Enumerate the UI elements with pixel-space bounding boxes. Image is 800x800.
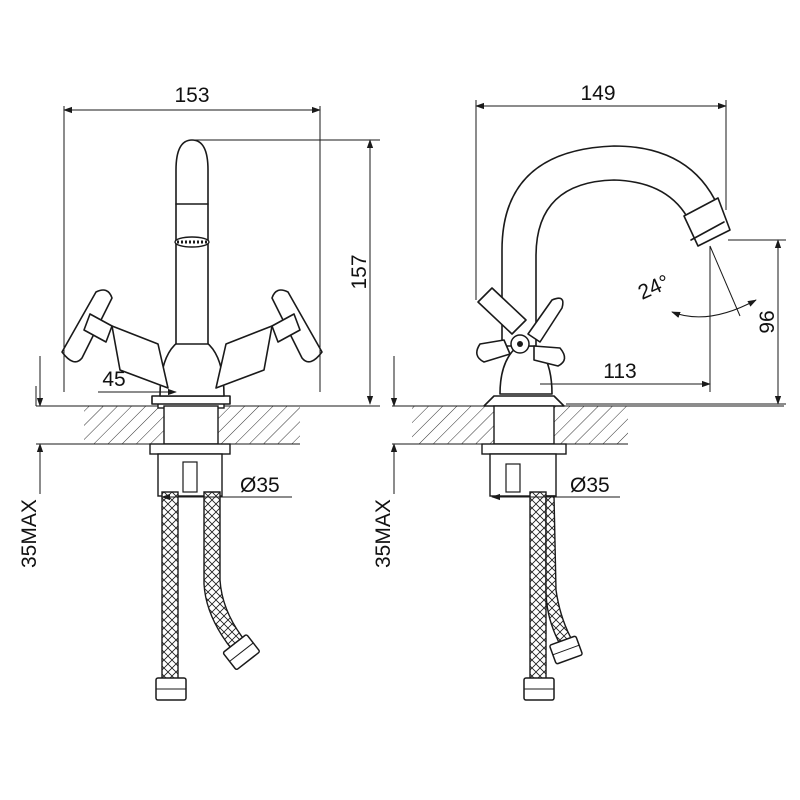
side-diameter-label: Ø35 [570,474,610,497]
front-width-dimension: 153 [63,84,321,392]
side-width-label: 149 [580,82,615,105]
side-reach-label: 113 [603,360,636,383]
side-angle-dimension: 24° [635,245,757,318]
front-handle-offset-label: 45 [102,368,125,391]
front-height-label: 157 [348,254,371,289]
front-handle-offset-dimension: 45 [98,368,177,396]
front-faucet-body [61,139,323,405]
side-width-dimension: 149 [475,82,727,300]
side-angle-label: 24° [635,271,673,305]
front-hoses [155,491,260,701]
front-height-dimension: 157 [192,139,380,405]
side-diameter-dimension: Ø35 [491,474,620,501]
front-width-label: 153 [174,84,209,107]
side-view: 149 113 96 24° Ø35 3 [372,82,786,701]
side-faucet-body [476,145,731,395]
side-thickness-dimension: 35MAX [372,356,398,568]
front-view: 153 157 45 Ø35 35MAX [18,84,380,701]
side-mounting-shank [481,395,567,497]
side-thickness-label: 35MAX [372,499,395,568]
side-height-label: 96 [756,310,779,333]
side-height-dimension: 96 [566,239,786,405]
front-diameter-dimension: Ø35 [161,474,292,501]
front-diameter-label: Ø35 [240,474,280,497]
side-countertop [392,405,784,445]
front-thickness-dimension: 35MAX [18,356,44,568]
side-reach-dimension: 113 [540,246,711,392]
side-hoses [523,491,583,701]
front-thickness-label: 35MAX [18,499,41,568]
